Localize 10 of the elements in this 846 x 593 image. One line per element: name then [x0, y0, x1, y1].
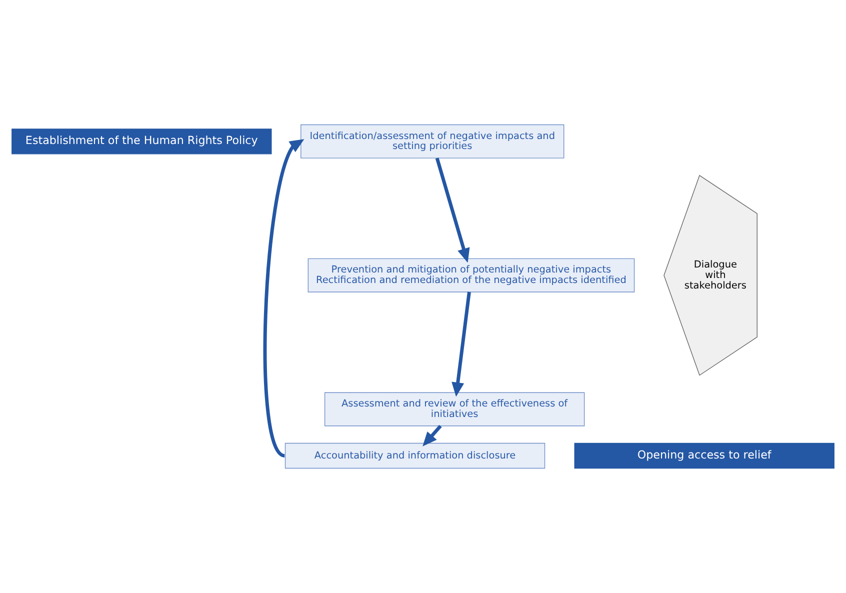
node-box: Prevention and mitigation of potentially negative impacts Rectification and remediation of the negative impacts identified — [308, 258, 635, 292]
node-box: Accountability and information disclosure — [284, 442, 546, 469]
node-box: Assessment and review of the effectiveness of initiatives — [324, 392, 585, 426]
arrow — [422, 424, 442, 446]
node-box: Opening access to relief — [574, 442, 834, 469]
arrow — [435, 158, 470, 263]
arrow — [263, 139, 304, 458]
node-box: Identification/assessment of negative impacts and setting priorities — [300, 124, 564, 158]
arrow — [452, 292, 471, 397]
node-box: Establishment of the Human Rights Policy — [12, 128, 272, 154]
